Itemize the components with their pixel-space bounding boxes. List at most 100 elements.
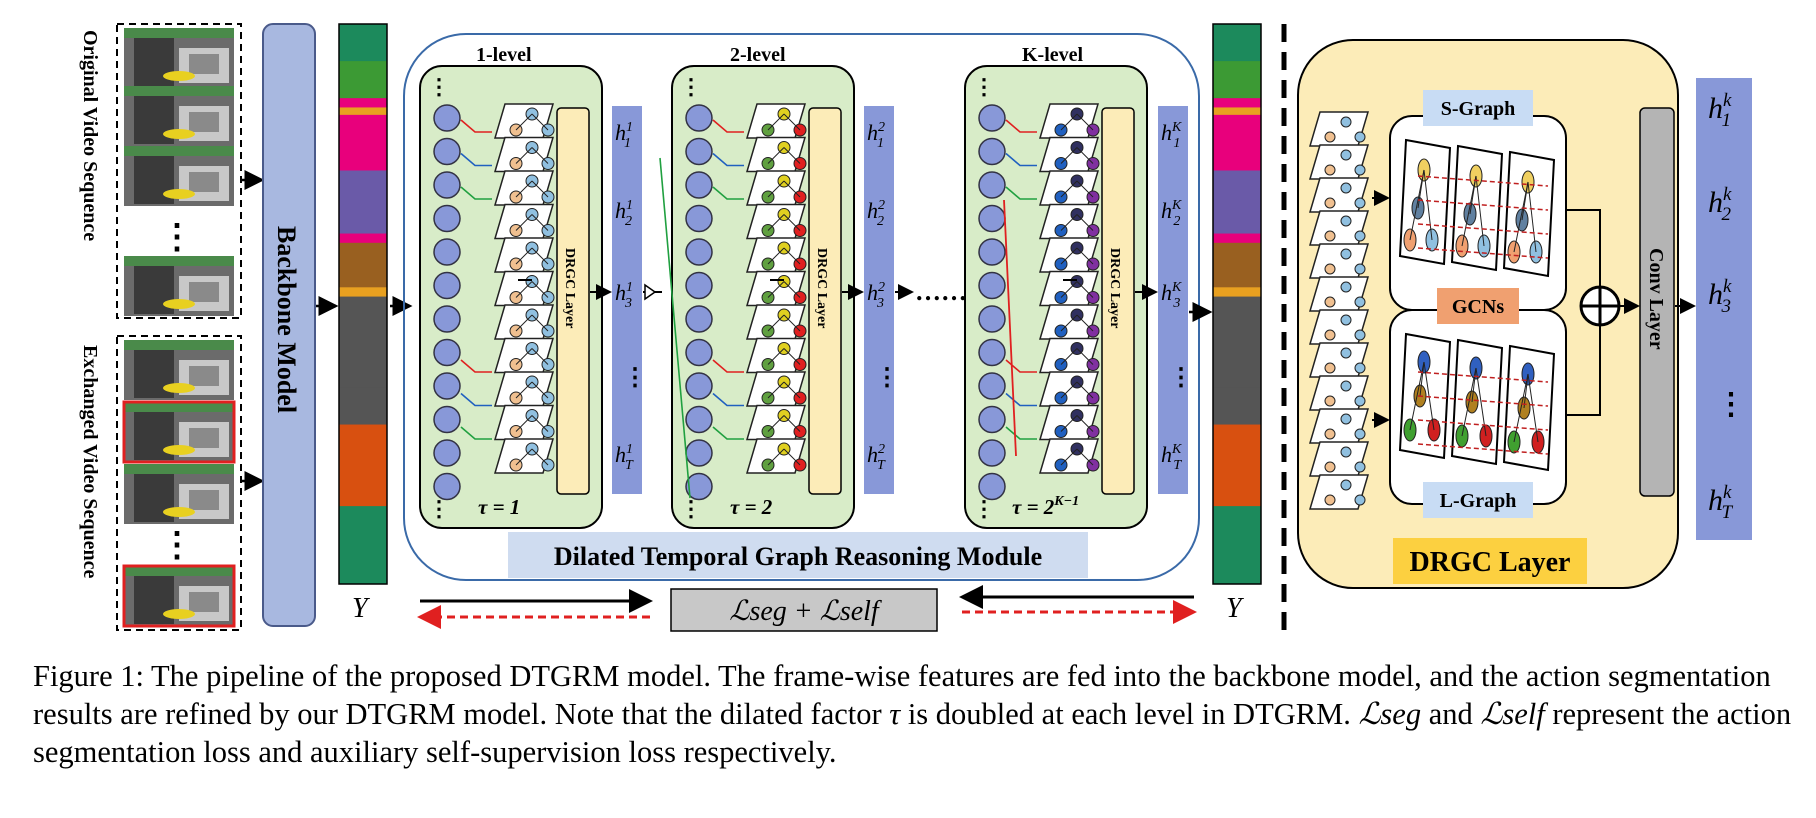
output-h-column — [1696, 78, 1752, 540]
tau-1-label: τ = 1 — [478, 495, 520, 519]
svg-text:DRGC Layer: DRGC Layer — [814, 248, 829, 329]
level-2-label: 2-level — [730, 44, 786, 66]
segmentation-bar-left — [338, 23, 388, 585]
frame-node — [685, 472, 713, 501]
segment — [1213, 170, 1261, 235]
frame-node — [978, 238, 1006, 266]
s-graph-label: S-Graph — [1441, 98, 1515, 120]
frame-node — [978, 338, 1006, 367]
segment — [339, 252, 387, 288]
module-title: Dilated Temporal Graph Reasoning Module — [554, 542, 1042, 571]
segment — [1213, 114, 1261, 171]
frame-node — [978, 439, 1006, 467]
loss-label: ℒseg + ℒself — [729, 596, 882, 627]
hollow-arrow — [644, 283, 657, 301]
segment — [339, 506, 387, 585]
frame-node — [685, 439, 713, 467]
h-ellipsis: ⋮ — [623, 365, 647, 391]
y-label-left: Y — [352, 593, 371, 624]
segment — [1213, 233, 1261, 244]
frame-node — [978, 204, 1006, 233]
h-ellipsis: ⋮ — [1169, 365, 1193, 391]
frame-node — [433, 238, 461, 266]
frame-node — [978, 104, 1006, 132]
frame-node — [685, 338, 713, 367]
svg-text:DRGC Layer: DRGC Layer — [562, 248, 577, 329]
segment — [1213, 61, 1261, 99]
svg-text:DRGC Layer: DRGC Layer — [1107, 248, 1122, 329]
frame-node — [685, 104, 713, 132]
exchanged-video-label: Exchanged Video Sequence — [79, 345, 101, 578]
frame-node — [978, 171, 1006, 199]
segment — [1213, 296, 1261, 388]
frame-node — [685, 137, 713, 166]
frame-node — [433, 472, 461, 501]
gcns-label: GCNs — [1452, 296, 1504, 318]
segment — [339, 387, 387, 426]
node-ellipsis: ⋮ — [680, 496, 702, 521]
loss-box — [670, 588, 938, 632]
frame-node — [433, 305, 461, 333]
frame-node — [433, 104, 461, 132]
node-ellipsis: ⋮ — [680, 74, 702, 99]
segment — [339, 24, 387, 62]
segment — [1213, 252, 1261, 288]
segment — [339, 107, 387, 116]
node-ellipsis: ⋮ — [973, 496, 995, 521]
exchanged-video-sequence: ⋮ — [116, 335, 242, 631]
figure-caption: Figure 1: The pipeline of the proposed D… — [33, 659, 1792, 769]
gcns-label-box — [1437, 288, 1519, 324]
level-1-label: 1-level — [476, 44, 532, 66]
segment — [339, 114, 387, 171]
segment — [339, 296, 387, 388]
l-graph-label: L-Graph — [1440, 490, 1517, 512]
h-column-level-1 — [612, 106, 642, 494]
segment — [1213, 387, 1261, 426]
segment — [1213, 107, 1261, 116]
tau-K-label: τ = 2K−1 — [1012, 494, 1079, 519]
frame-node — [433, 171, 461, 199]
frame-node — [685, 204, 713, 233]
frame-node — [433, 405, 461, 434]
backbone-model-box — [262, 23, 316, 627]
segment — [1213, 287, 1261, 298]
segment — [1213, 424, 1261, 507]
frame-node — [433, 372, 461, 400]
h-column-level-K — [1158, 106, 1188, 494]
segment — [339, 61, 387, 99]
segment — [1213, 242, 1261, 253]
level-2-drgc-layer: DRGC Layer — [808, 107, 842, 495]
y-label-right: Y — [1226, 593, 1245, 624]
segmentation-bar-right — [1212, 23, 1262, 585]
level-K-label: K-level — [1022, 44, 1084, 66]
level-1-drgc-layer: DRGC Layer — [556, 107, 590, 495]
node-ellipsis: ⋮ — [973, 74, 995, 99]
l-graph-label-box — [1423, 482, 1533, 518]
drgc-title-box — [1393, 538, 1587, 584]
frame-node — [685, 238, 713, 266]
frame-node — [433, 338, 461, 367]
frame-node — [685, 305, 713, 333]
frame-node — [978, 372, 1006, 400]
frame-node — [685, 271, 713, 300]
node-ellipsis: ⋮ — [428, 496, 450, 521]
node-ellipsis: ⋮ — [428, 74, 450, 99]
frame-node — [433, 137, 461, 166]
frames-ellipsis: ⋮ — [160, 527, 194, 564]
s-graph-label-box — [1423, 90, 1533, 126]
conv-layer-label: Conv Layer — [1645, 248, 1667, 350]
conv-layer-box — [1639, 107, 1675, 497]
frame-node — [433, 439, 461, 467]
segment — [339, 98, 387, 108]
